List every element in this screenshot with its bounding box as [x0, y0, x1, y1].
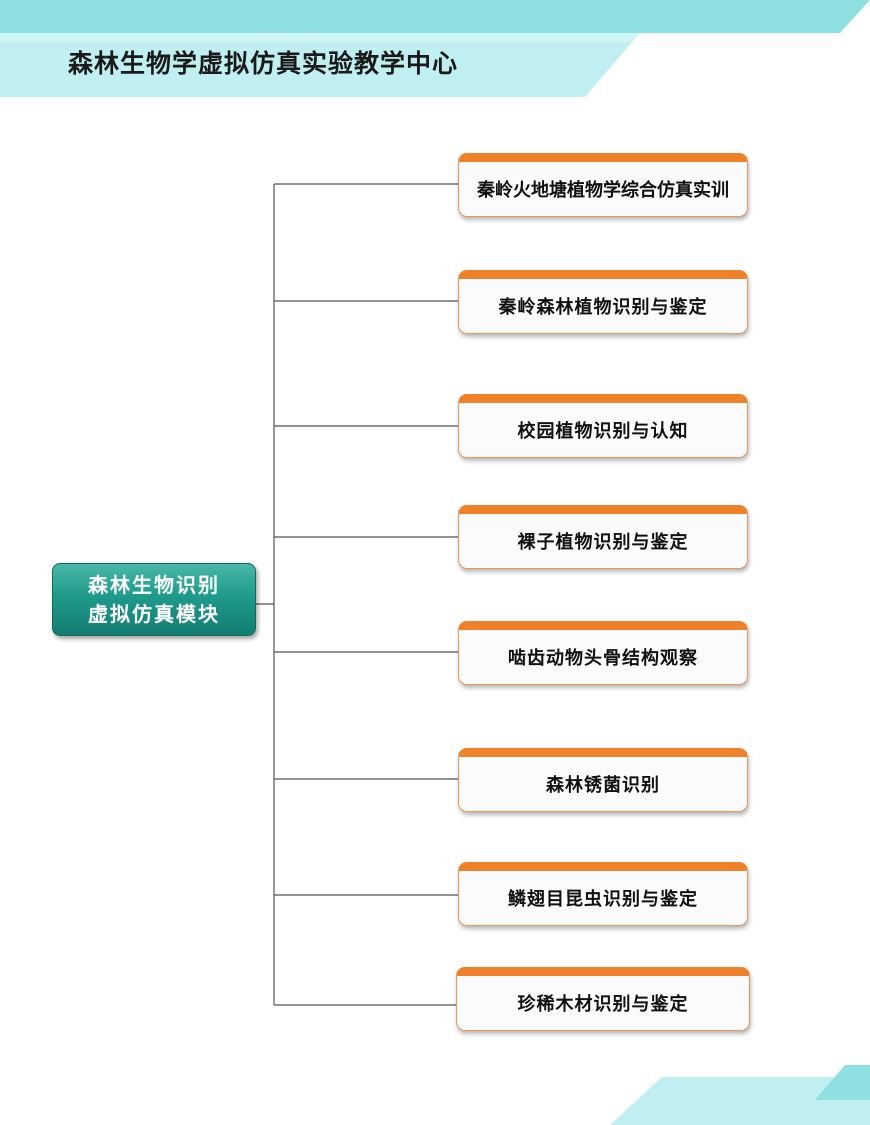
- child-node-7[interactable]: 鳞翅目昆虫识别与鉴定: [458, 862, 748, 926]
- page-title: 森林生物学虚拟仿真实验教学中心: [68, 49, 459, 78]
- footer-banner: [610, 1065, 870, 1125]
- child-node-8[interactable]: 珍稀木材识别与鉴定: [456, 967, 750, 1031]
- root-node-line1: 森林生物识别: [88, 572, 220, 597]
- child-node-label: 裸子植物识别与鉴定: [517, 532, 689, 553]
- child-node-5[interactable]: 啮齿动物头骨结构观察: [458, 621, 748, 685]
- header-banner: [0, 0, 870, 97]
- child-node-2[interactable]: 秦岭森林植物识别与鉴定: [458, 270, 748, 334]
- child-node-3[interactable]: 校园植物识别与认知: [458, 394, 748, 458]
- child-node-label: 珍稀木材识别与鉴定: [517, 994, 689, 1015]
- child-node-label: 啮齿动物头骨结构观察: [508, 648, 698, 669]
- child-node-4[interactable]: 裸子植物识别与鉴定: [458, 505, 748, 569]
- child-node-label: 鳞翅目昆虫识别与鉴定: [508, 889, 698, 910]
- child-node-1[interactable]: 秦岭火地塘植物学综合仿真实训: [458, 153, 748, 217]
- root-node-line2: 虚拟仿真模块: [88, 601, 220, 626]
- child-node-6[interactable]: 森林锈菌识别: [458, 748, 748, 812]
- child-node-label: 森林锈菌识别: [546, 775, 660, 796]
- root-node[interactable]: 森林生物识别 虚拟仿真模块: [52, 563, 256, 636]
- child-node-label: 秦岭火地塘植物学综合仿真实训: [477, 180, 729, 201]
- child-node-label: 秦岭森林植物识别与鉴定: [498, 297, 708, 318]
- child-node-label: 校园植物识别与认知: [517, 421, 689, 442]
